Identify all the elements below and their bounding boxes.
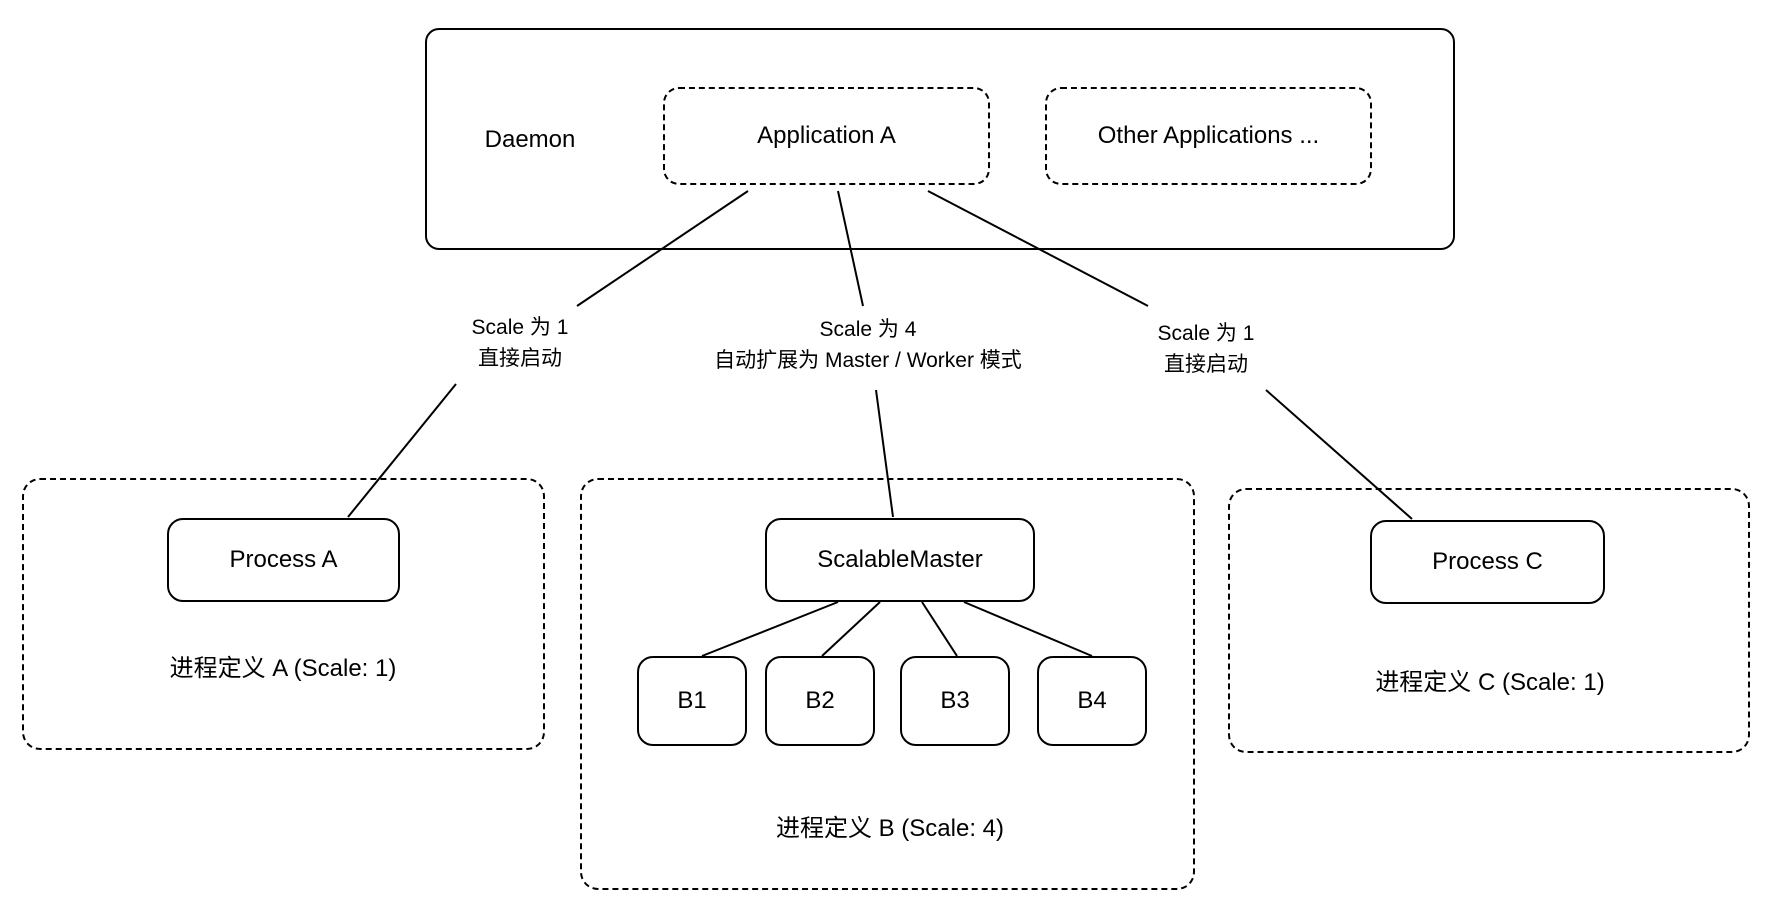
edge-label-left-line1: Scale 为 1: [471, 316, 569, 339]
process-group-b-box: [580, 478, 1195, 890]
process-group-c-caption: 进程定义 C (Scale: 1): [1375, 669, 1605, 696]
worker-b4-node: B4: [1037, 656, 1147, 746]
process-a-node: Process A: [167, 518, 400, 602]
edge-label-right-line2: 直接启动: [1164, 353, 1248, 376]
edge-label-left-line2: 直接启动: [478, 347, 562, 370]
edge-label-middle-line2: 自动扩展为 Master / Worker 模式: [714, 349, 1022, 372]
edge-label-middle: Scale 为 4 自动扩展为 Master / Worker 模式: [638, 314, 1098, 376]
worker-b2-label: B2: [805, 687, 835, 714]
worker-b3-label: B3: [940, 687, 970, 714]
daemon-label: Daemon: [484, 126, 576, 153]
edge-label-right-line1: Scale 为 1: [1157, 322, 1255, 345]
application-a-node: Application A: [663, 87, 990, 185]
process-c-label: Process C: [1432, 548, 1543, 575]
other-applications-label: Other Applications ...: [1097, 122, 1320, 149]
worker-b4-label: B4: [1077, 687, 1107, 714]
worker-b1-node: B1: [637, 656, 747, 746]
edge-label-middle-line1: Scale 为 4: [819, 318, 917, 341]
process-group-c-box: [1228, 488, 1750, 753]
edge-label-right: Scale 为 1 直接启动: [1086, 318, 1326, 380]
process-group-b-caption: 进程定义 B (Scale: 4): [775, 815, 1005, 842]
worker-b3-node: B3: [900, 656, 1010, 746]
daemon-container-box: [425, 28, 1455, 250]
process-c-node: Process C: [1370, 520, 1605, 604]
other-applications-node: Other Applications ...: [1045, 87, 1372, 185]
process-group-a-box: [22, 478, 545, 750]
process-a-label: Process A: [229, 546, 338, 573]
scalable-master-label: ScalableMaster: [817, 546, 983, 573]
application-a-label: Application A: [757, 122, 896, 149]
scalable-master-node: ScalableMaster: [765, 518, 1035, 602]
worker-b1-label: B1: [677, 687, 707, 714]
edge-label-left: Scale 为 1 直接启动: [400, 312, 640, 374]
worker-b2-node: B2: [765, 656, 875, 746]
process-group-a-caption: 进程定义 A (Scale: 1): [169, 655, 397, 682]
